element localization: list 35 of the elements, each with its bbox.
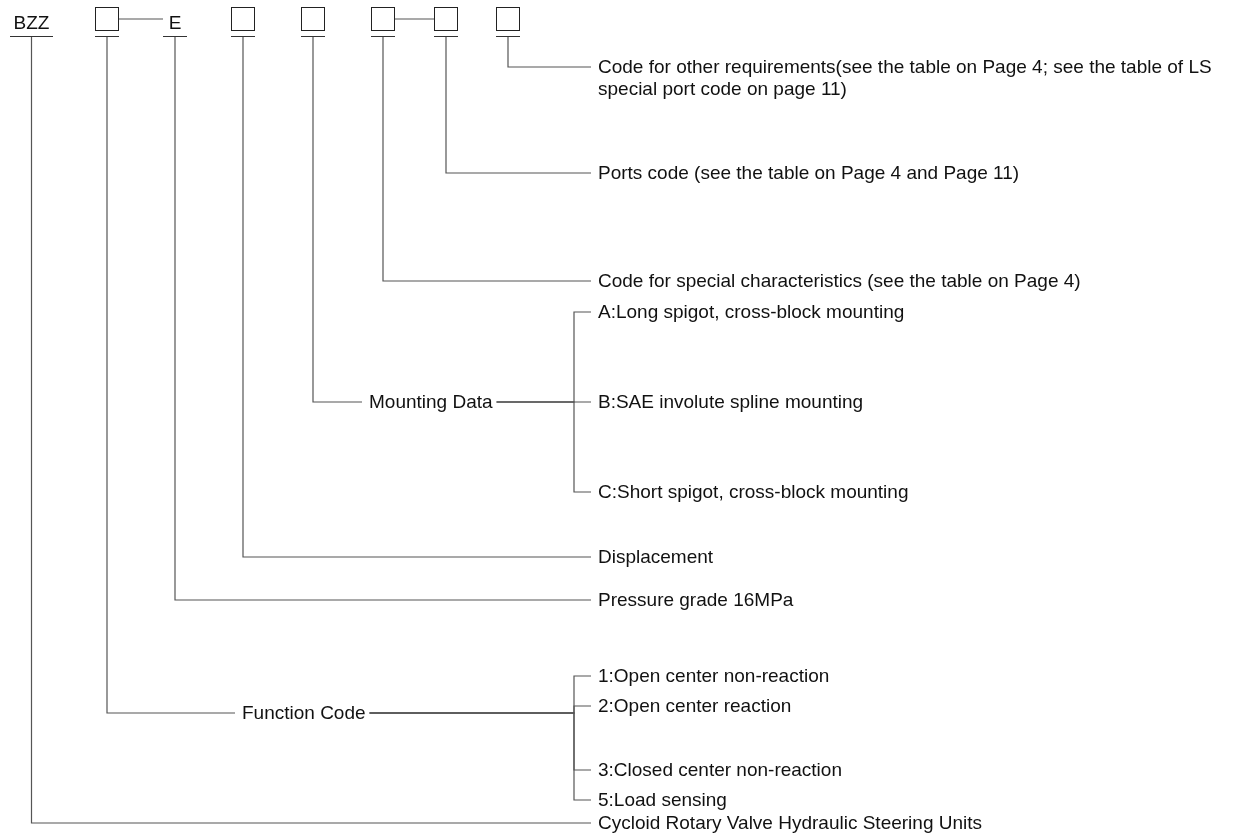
leader-line — [368, 712, 592, 801]
description-text: Pressure grade 16MPa — [591, 589, 798, 611]
code-position-box — [371, 7, 395, 37]
code-letter: E — [163, 7, 187, 37]
description-text: Function Code — [235, 702, 370, 724]
leader-line — [445, 36, 592, 174]
description-text: 2:Open center reaction — [591, 695, 796, 717]
separator-dash — [118, 18, 164, 20]
leader-line — [174, 36, 592, 601]
leader-line — [30, 36, 592, 824]
separator-dash — [394, 18, 435, 20]
leader-line — [495, 401, 592, 493]
description-text: Ports code (see the table on Page 4 and Page 11) — [591, 162, 1024, 184]
description-text: C:Short spigot, cross-block mounting — [591, 481, 913, 503]
description-text: Code for other requirements(see the table on Page 4; see the table of LS special port code on page 11) — [591, 56, 1256, 100]
description-text: 1:Open center non-reaction — [591, 665, 834, 687]
leader-line — [106, 36, 236, 714]
code-letter: BZZ — [10, 7, 53, 37]
description-text: Mounting Data — [362, 391, 497, 413]
code-position-box — [301, 7, 325, 37]
description-text: Displacement — [591, 546, 718, 568]
description-text: Code for special characteristics (see the table on Page 4) — [591, 270, 1085, 292]
description-text: Cycloid Rotary Valve Hydraulic Steering Units — [591, 812, 987, 834]
description-text: A:Long spigot, cross-block mounting — [591, 301, 909, 323]
leader-line — [242, 36, 592, 558]
leader-line — [507, 36, 592, 68]
code-position-box — [434, 7, 458, 37]
code-position-box — [231, 7, 255, 37]
code-position-box — [496, 7, 520, 37]
description-text: B:SAE involute spline mounting — [591, 391, 868, 413]
code-position-box — [95, 7, 119, 37]
description-text: 5:Load sensing — [591, 789, 731, 811]
leader-line — [382, 36, 592, 282]
leader-line — [312, 36, 363, 403]
description-text: 3:Closed center non-reaction — [591, 759, 846, 781]
